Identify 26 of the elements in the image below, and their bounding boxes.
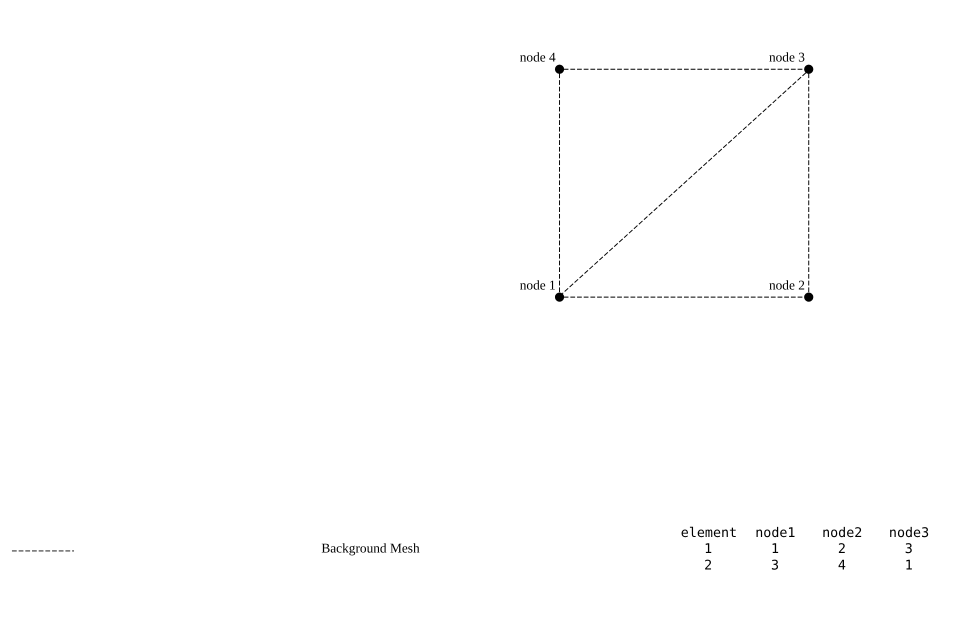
label: node3 (888, 526, 930, 541)
label: 4 (838, 558, 846, 574)
node-label: node 1 (520, 277, 556, 292)
legend-label: Background Mesh (321, 540, 420, 556)
node-label: node 2 (768, 277, 805, 292)
node-label: node 3 (768, 50, 805, 65)
node-circle (804, 64, 814, 74)
connector (808, 72, 810, 294)
connector (563, 296, 805, 298)
connector (563, 68, 805, 70)
label: node2 (822, 526, 862, 541)
connector (559, 72, 560, 294)
node-circle (554, 64, 564, 74)
label: 3 (771, 558, 780, 574)
label: 3 (904, 542, 913, 558)
connector (562, 72, 806, 294)
label: 2 (704, 558, 712, 574)
label: node1 (755, 526, 796, 541)
label: 1 (771, 542, 780, 558)
node-circle (804, 292, 814, 302)
label: 1 (904, 558, 913, 574)
label: 1 (704, 542, 712, 558)
node-label: node 4 (520, 50, 556, 65)
node-circle (554, 292, 564, 302)
label: 2 (838, 542, 846, 558)
label: element (680, 526, 738, 541)
